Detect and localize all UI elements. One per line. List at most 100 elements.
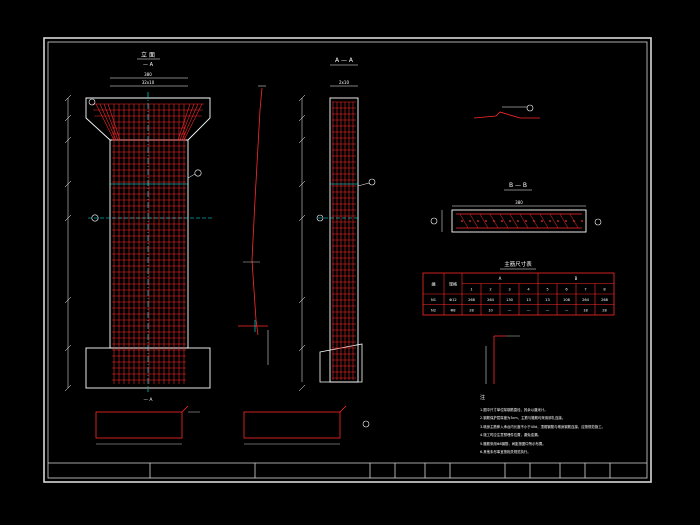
vdim-tick xyxy=(298,214,306,222)
bb-rebar-dot xyxy=(477,220,479,222)
elevation-cut-mark: — A xyxy=(143,397,153,403)
bb-diagonal-rebar xyxy=(559,213,569,229)
elevation-cap-bar xyxy=(177,103,191,141)
vdim-tick xyxy=(64,94,72,102)
table-cell: 268 xyxy=(468,298,476,302)
bb-rebar-dot xyxy=(469,220,471,222)
bb-rebar-dot xyxy=(573,220,575,222)
table-subheader-cell: 5 xyxy=(546,288,548,292)
table-cell: 18 xyxy=(583,309,588,313)
notes-heading: 注 xyxy=(480,395,486,401)
vdim-tick xyxy=(64,384,72,392)
section-aa-view: A — A 2x10 xyxy=(298,57,376,392)
elevation-cap-bar xyxy=(99,103,117,141)
rebar-bent-view xyxy=(238,85,269,365)
elevation-cap-bar xyxy=(107,103,121,141)
vdim-tick xyxy=(298,94,306,102)
bb-diagonal-rebar xyxy=(479,213,489,229)
bb-diagonal-rebar xyxy=(469,213,479,229)
bb-rebar-dot xyxy=(581,220,583,222)
elevation-title: 立 面 xyxy=(141,51,155,59)
callout-leader-n1 xyxy=(187,173,196,179)
elevation-cap-bar xyxy=(103,103,119,141)
top-width-inner-dim: 32x10 xyxy=(142,80,155,85)
stirrup-piece-1 xyxy=(95,411,183,439)
callout-circle-n3 xyxy=(88,98,96,106)
elevation-cap-bar xyxy=(95,103,115,141)
table-header-a: A xyxy=(499,276,502,281)
table-cell: N1 xyxy=(431,298,436,302)
hook-callout-circle xyxy=(526,104,534,112)
table-header-b: B xyxy=(575,276,578,281)
aa-callout-leader xyxy=(357,182,370,187)
bb-rebar-dot xyxy=(557,220,559,222)
bb-rebar-dot xyxy=(565,220,567,222)
table-cell: — xyxy=(565,309,569,313)
table-header-spec: 规格 xyxy=(449,280,457,286)
vdim-tick xyxy=(298,296,306,304)
callout-circle-n1 xyxy=(194,169,202,177)
drawing-frame-outer xyxy=(43,37,652,483)
aa-top-width-dim: 2x10 xyxy=(339,80,349,85)
bb-diagonal-rebar xyxy=(519,213,529,229)
table-cell: — xyxy=(546,309,550,313)
section-bb-title: B — B xyxy=(509,182,527,189)
table-cell: 130 xyxy=(506,298,514,302)
bb-diagonal-rebar xyxy=(459,213,469,229)
elevation-cap-bar xyxy=(179,103,195,141)
section-bb-view: B — B 380 xyxy=(430,182,602,233)
aa-callout-circle xyxy=(368,178,376,186)
note-line: 2.钢筋保护层厚度为3cm，主筋与箍筋均采用绑扎连接。 xyxy=(480,416,566,420)
table-header-index: 编 xyxy=(432,280,436,286)
drawing-frame-inner xyxy=(47,41,648,479)
bb-rebar-dot xyxy=(493,220,495,222)
stirrup-piece-2-hook xyxy=(339,405,347,413)
vdim-tick xyxy=(298,114,306,122)
bent-rebar-line xyxy=(251,87,263,336)
bb-outline xyxy=(451,209,587,233)
table-cell: N2 xyxy=(431,309,436,313)
vdim-tick xyxy=(298,384,306,392)
callout-circle-n2 xyxy=(91,214,99,222)
bb-rebar-dot xyxy=(485,220,487,222)
note-line: 4.施工时应注意预埋件位置，避免遗漏。 xyxy=(480,433,541,437)
section-aa-title: A — A xyxy=(335,57,354,64)
bb-rebar-dot xyxy=(501,220,503,222)
bb-rebar-dot xyxy=(525,220,527,222)
table-cell: 28 xyxy=(602,309,607,313)
bb-diagonal-rebar xyxy=(499,213,509,229)
vdim-tick xyxy=(64,296,72,304)
table-subheader-cell: 6 xyxy=(565,288,568,292)
note-line: 6.其他未尽事宜按相关规范执行。 xyxy=(480,450,531,454)
elevation-cap-bar xyxy=(183,103,203,141)
table-subheader-cell: 7 xyxy=(584,288,586,292)
table-cell: — xyxy=(508,309,512,313)
table-subheader-cell: 8 xyxy=(603,288,606,292)
table-cell: 264 xyxy=(582,298,590,302)
vdim-tick xyxy=(298,180,306,188)
vdim-tick xyxy=(64,114,72,122)
table-subheader-cell: 1 xyxy=(470,288,472,292)
table-cell: 268 xyxy=(601,298,609,302)
table-title: 主筋尺寸表 xyxy=(504,260,532,268)
stirrup-piece-2-callout xyxy=(362,420,370,428)
table-cell: 13 xyxy=(545,298,550,302)
elevation-cap-bar xyxy=(181,103,199,141)
elevation-subtitle: — A xyxy=(143,62,154,68)
table-cell: 13 xyxy=(526,298,531,302)
vdim-tick xyxy=(64,344,72,352)
section-aa-rebar-grid xyxy=(332,101,356,380)
table-subheader-cell: 4 xyxy=(527,288,530,292)
vdim-tick xyxy=(64,214,72,222)
table-cell: 28 xyxy=(469,309,474,313)
vertical-rebar-detail xyxy=(485,335,520,384)
note-line: 3.墩身主筋伸入承台内长度不小于40d，顶帽钢筋与墩身钢筋连接，应按规范施工。 xyxy=(480,424,605,429)
bb-rebar-dot xyxy=(509,220,511,222)
bb-rebar-dot xyxy=(541,220,543,222)
vdim-tick xyxy=(64,180,72,188)
notes-block: 注 1.图中尺寸单位除钢筋直径，其余以厘米计。2.钢筋保护层厚度为3cm，主筋与… xyxy=(480,394,640,457)
bb-rebar-dot xyxy=(533,220,535,222)
